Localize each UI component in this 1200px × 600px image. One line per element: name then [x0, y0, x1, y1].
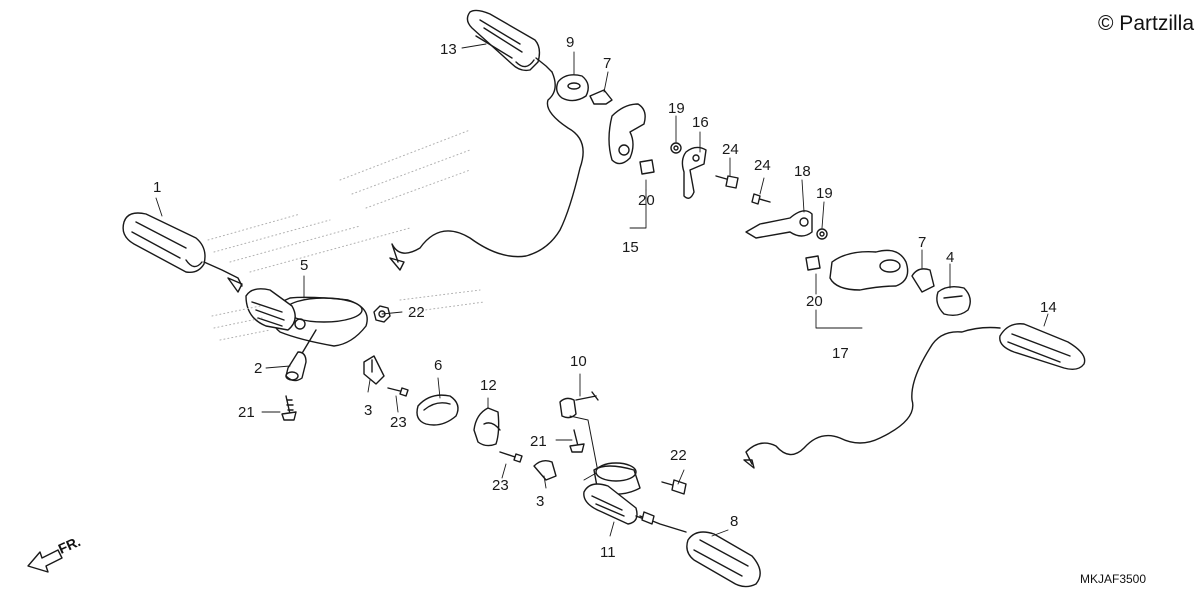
callout-6: 6 — [434, 357, 443, 374]
screw-21-right — [569, 429, 585, 453]
connector-13 — [389, 257, 405, 271]
callout-8: 8 — [730, 513, 739, 530]
halftone-ghost-marks — [207, 129, 485, 341]
screw-23-lower — [499, 451, 523, 463]
plate-16 — [681, 146, 707, 199]
turn-signal-14 — [999, 323, 1086, 371]
wire-14 — [745, 326, 1001, 465]
callout-9: 9 — [566, 34, 575, 51]
callout-19a: 19 — [668, 100, 685, 117]
copyright-notice: © Partzilla — [1098, 12, 1194, 35]
callout-21b: 21 — [530, 433, 547, 450]
mounting-stay-11 — [583, 462, 653, 525]
bolt-24-lower — [751, 193, 771, 205]
clip-20-lower — [805, 255, 821, 271]
turn-signal-8 — [639, 511, 761, 588]
mounting-stay-5 — [245, 288, 368, 361]
callout-14: 14 — [1040, 299, 1057, 316]
callout-5: 5 — [300, 257, 309, 274]
socket-cover-12 — [473, 407, 501, 447]
callout-7a: 7 — [603, 55, 612, 72]
callout-16: 16 — [692, 114, 709, 131]
bracket-15 — [608, 103, 646, 165]
callout-11: 11 — [600, 544, 616, 561]
clip-3-lower — [533, 459, 557, 481]
callout-23a: 23 — [390, 414, 407, 431]
socket-2 — [285, 351, 307, 382]
callout-22a: 22 — [408, 304, 425, 321]
bracket-18 — [745, 210, 813, 239]
bolt-22-lower — [661, 479, 687, 495]
callout-22b: 22 — [670, 447, 687, 464]
callout-2: 2 — [254, 360, 263, 377]
callout-24b: 24 — [754, 157, 771, 174]
grommet-6 — [416, 394, 459, 426]
callout-18: 18 — [794, 163, 811, 180]
callout-20a: 20 — [638, 192, 655, 209]
callout-20b: 20 — [806, 293, 823, 310]
clip-7-lower — [911, 268, 935, 293]
callout-13: 13 — [440, 41, 457, 58]
socket-4 — [936, 285, 971, 317]
callout-4: 4 — [946, 249, 955, 266]
callout-15: 15 — [622, 239, 639, 256]
grommet-9 — [555, 74, 589, 102]
callout-1: 1 — [153, 179, 162, 196]
callout-7b: 7 — [918, 234, 927, 251]
turn-signal-13 — [466, 9, 553, 73]
clip-7-upper — [589, 89, 613, 105]
connector-14 — [743, 459, 755, 469]
callout-19b: 19 — [816, 185, 833, 202]
callout-21a: 21 — [238, 404, 255, 421]
screw-21-left — [281, 395, 297, 421]
callout-3b: 3 — [536, 493, 545, 510]
arrow-down-left-icon — [27, 549, 63, 573]
wire-13 — [391, 71, 584, 263]
callout-24a: 24 — [722, 141, 739, 158]
screw-23-upper — [387, 387, 409, 397]
bracket-10 — [559, 391, 599, 419]
mount-17 — [829, 249, 909, 291]
bolt-24-upper — [715, 175, 739, 189]
washer-19-upper — [670, 142, 682, 154]
callout-23b: 23 — [492, 477, 509, 494]
turn-signal-1 — [122, 212, 243, 293]
drawing-code: MKJAF3500 — [1080, 572, 1147, 586]
clip-20-upper — [639, 159, 655, 175]
callout-12: 12 — [480, 377, 497, 394]
callout-3a: 3 — [364, 402, 373, 419]
callout-17: 17 — [832, 345, 849, 362]
leader-10 — [569, 415, 599, 481]
washer-19-lower — [816, 228, 828, 240]
callout-10: 10 — [570, 353, 587, 370]
leader-lines — [155, 43, 1049, 537]
clip-3-upper — [363, 355, 385, 385]
